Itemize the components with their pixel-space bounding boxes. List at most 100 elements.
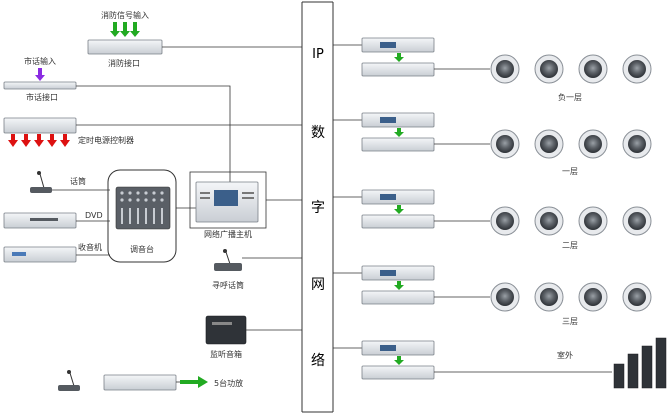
mixer-label: 调音台	[130, 244, 154, 254]
zone-down-arrow	[397, 356, 401, 361]
zone-controller-screen	[380, 345, 396, 351]
ceiling-speaker-cone	[584, 60, 602, 78]
fire-input-arrows	[110, 22, 140, 37]
network-label-ip: IP	[312, 47, 324, 62]
zone-amplifier	[361, 137, 435, 152]
paging-label: 寻呼话筒	[212, 280, 244, 290]
bottom-mic-base	[58, 385, 80, 391]
zone-label: 一层	[562, 167, 578, 176]
city-interface-device	[3, 81, 77, 90]
bottom-amp-device	[103, 374, 177, 391]
city-input-label: 市话输入	[24, 56, 56, 66]
zone-down-arrowhead	[394, 360, 404, 365]
ceiling-speaker-cone	[628, 288, 646, 306]
network-bar: IP 数 字 网 络	[301, 1, 334, 413]
ceiling-speaker-cone	[540, 212, 558, 230]
zone-controller	[361, 37, 435, 53]
mixer-knobs	[120, 191, 164, 224]
paging-base	[214, 263, 242, 271]
broadcast-host: 网络广播主机	[189, 171, 302, 239]
outdoor-column-speaker	[641, 345, 653, 389]
paging-microphone: 寻呼话筒	[212, 249, 302, 290]
city-input-arrow	[35, 68, 45, 81]
zone-2: 二层	[333, 189, 652, 250]
radio-device	[3, 246, 77, 263]
outdoor-column-speaker	[627, 353, 639, 389]
zone-down-arrowhead	[394, 132, 404, 137]
zone-down-arrowhead	[394, 285, 404, 290]
outdoor-column-speaker	[655, 337, 667, 389]
mixer-frame	[107, 169, 177, 263]
ceiling-speaker-cone	[540, 135, 558, 153]
network-label-shu: 数	[311, 125, 325, 141]
dvd-label: DVD	[85, 211, 103, 220]
ceiling-speaker-cone	[628, 212, 646, 230]
ceiling-speaker-cone	[496, 288, 514, 306]
bottom-amp-arrow	[180, 376, 208, 388]
city-connector	[76, 85, 231, 182]
mixer: 调音台	[107, 169, 196, 263]
microphone-base	[30, 187, 52, 193]
zone-down-arrowhead	[394, 209, 404, 214]
zone-label: 二层	[562, 241, 578, 250]
ceiling-speaker-cone	[540, 288, 558, 306]
zone-controller	[361, 340, 435, 356]
ceiling-speaker-cone	[584, 135, 602, 153]
zone-amplifier	[361, 214, 435, 229]
zone-down-arrowhead	[394, 57, 404, 62]
zone-controller-screen	[380, 270, 396, 276]
zone-down-arrow	[397, 281, 401, 286]
mic-label: 话筒	[70, 176, 86, 186]
radio-label: 收音机	[78, 242, 102, 252]
bottom-amp-label: 5台功放	[214, 378, 243, 388]
zone-down-arrow	[397, 205, 401, 210]
timer-label: 定时电源控制器	[78, 135, 134, 145]
dvd-player: DVD	[3, 211, 110, 229]
zone-amplifier	[361, 365, 435, 380]
zone-0: 负一层	[333, 37, 652, 102]
ceiling-speaker-cone	[540, 60, 558, 78]
timer-power-controller: 定时电源控制器	[3, 117, 302, 147]
monitor-amplifier: 监听音箱	[205, 315, 302, 359]
zone-down-arrow	[397, 128, 401, 133]
timer-output-arrows	[8, 134, 70, 147]
timer-device	[3, 117, 77, 134]
monitor-label: 监听音箱	[210, 349, 242, 359]
ceiling-speaker-cone	[496, 135, 514, 153]
monitor-device	[205, 315, 247, 345]
zone-label: 室外	[557, 350, 573, 360]
outdoor-column-speaker	[613, 363, 625, 389]
network-label-wang: 网	[311, 277, 325, 293]
zone-down-arrow	[397, 53, 401, 58]
network-label-luo: 络	[311, 353, 325, 369]
bottom-amplifier-group: 5台功放	[58, 370, 243, 391]
network-label-zi: 字	[311, 200, 325, 216]
zone-amplifier	[361, 290, 435, 305]
host-label: 网络广播主机	[204, 229, 252, 239]
zone-controller	[361, 189, 435, 205]
zone-controller	[361, 112, 435, 128]
fire-interface: 消防信号输入 消防接口	[87, 10, 302, 68]
ceiling-speaker-cone	[496, 60, 514, 78]
zone-label: 三层	[562, 317, 578, 326]
ceiling-speaker-cone	[628, 135, 646, 153]
fire-input-label: 消防信号输入	[101, 10, 149, 20]
zone-amplifier	[361, 62, 435, 77]
fire-interface-label: 消防接口	[108, 58, 140, 68]
radio-tuner: 收音机	[3, 242, 110, 263]
ceiling-speaker-cone	[496, 212, 514, 230]
fire-interface-device	[87, 39, 163, 55]
ceiling-speaker-cone	[628, 60, 646, 78]
zone-controller-screen	[380, 117, 396, 123]
microphone: 话筒	[30, 171, 110, 193]
zone-4: 室外	[333, 337, 667, 389]
zone-label: 负一层	[558, 92, 582, 102]
ceiling-speaker-cone	[584, 288, 602, 306]
zone-controller-screen	[380, 42, 396, 48]
ceiling-speaker-cone	[584, 212, 602, 230]
zone-controller-screen	[380, 194, 396, 200]
zone-controller	[361, 265, 435, 281]
city-interface-label: 市话接口	[26, 92, 58, 102]
